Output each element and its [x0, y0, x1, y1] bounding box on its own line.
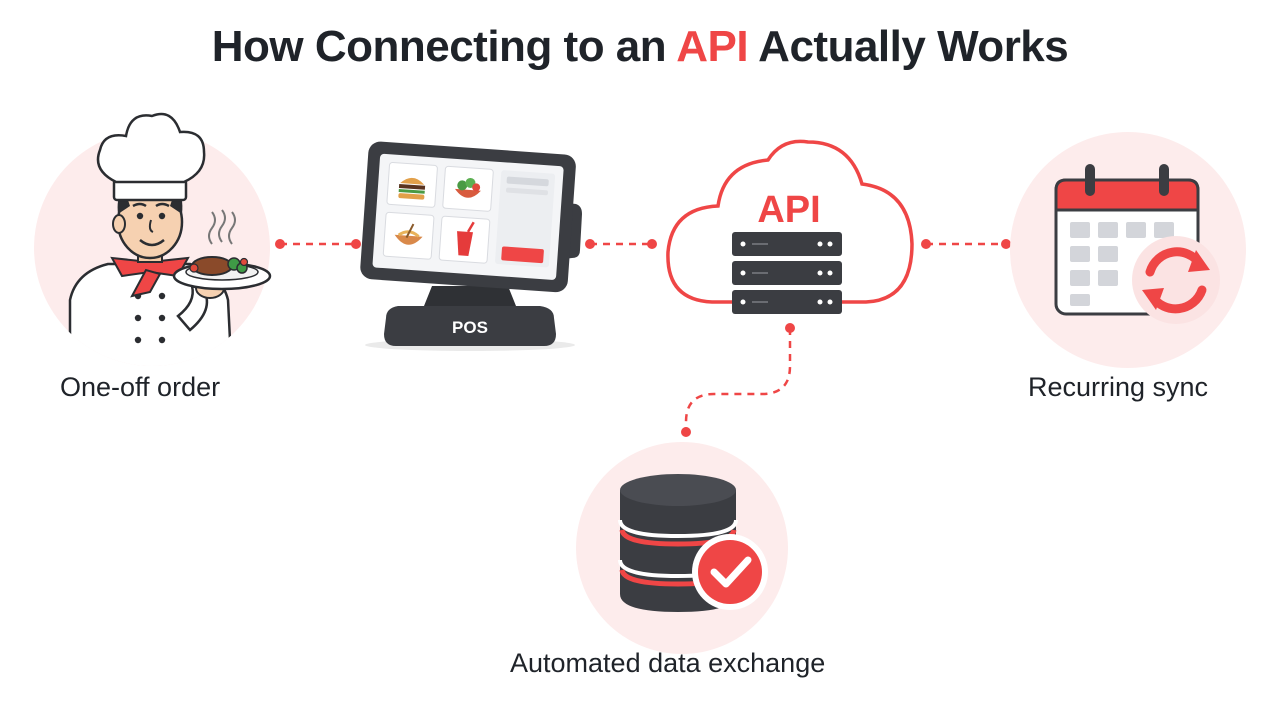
- api-label: API: [757, 189, 820, 231]
- database-check-icon: [576, 442, 788, 654]
- title-suffix: Actually Works: [748, 22, 1069, 71]
- connector-api-database: [684, 328, 792, 432]
- connectors: [280, 242, 1006, 432]
- caption-recurring-sync: Recurring sync: [1028, 372, 1209, 402]
- caption-automated-data-exchange: Automated data exchange: [510, 648, 826, 678]
- chef-icon: [34, 112, 272, 366]
- pos-terminal-icon: POS: [360, 141, 582, 351]
- pos-label: POS: [452, 318, 488, 337]
- cloud-server-icon: API: [666, 139, 914, 314]
- title-prefix: How Connecting to an: [211, 22, 677, 71]
- caption-one-off-order: One-off order: [60, 372, 221, 402]
- title-highlight: API: [676, 22, 749, 71]
- calendar-sync-icon: [1010, 132, 1246, 368]
- server-stack: [732, 232, 842, 314]
- connector-dots: [275, 239, 1011, 437]
- page-title: How Connecting to an API Actually Works: [0, 22, 1280, 72]
